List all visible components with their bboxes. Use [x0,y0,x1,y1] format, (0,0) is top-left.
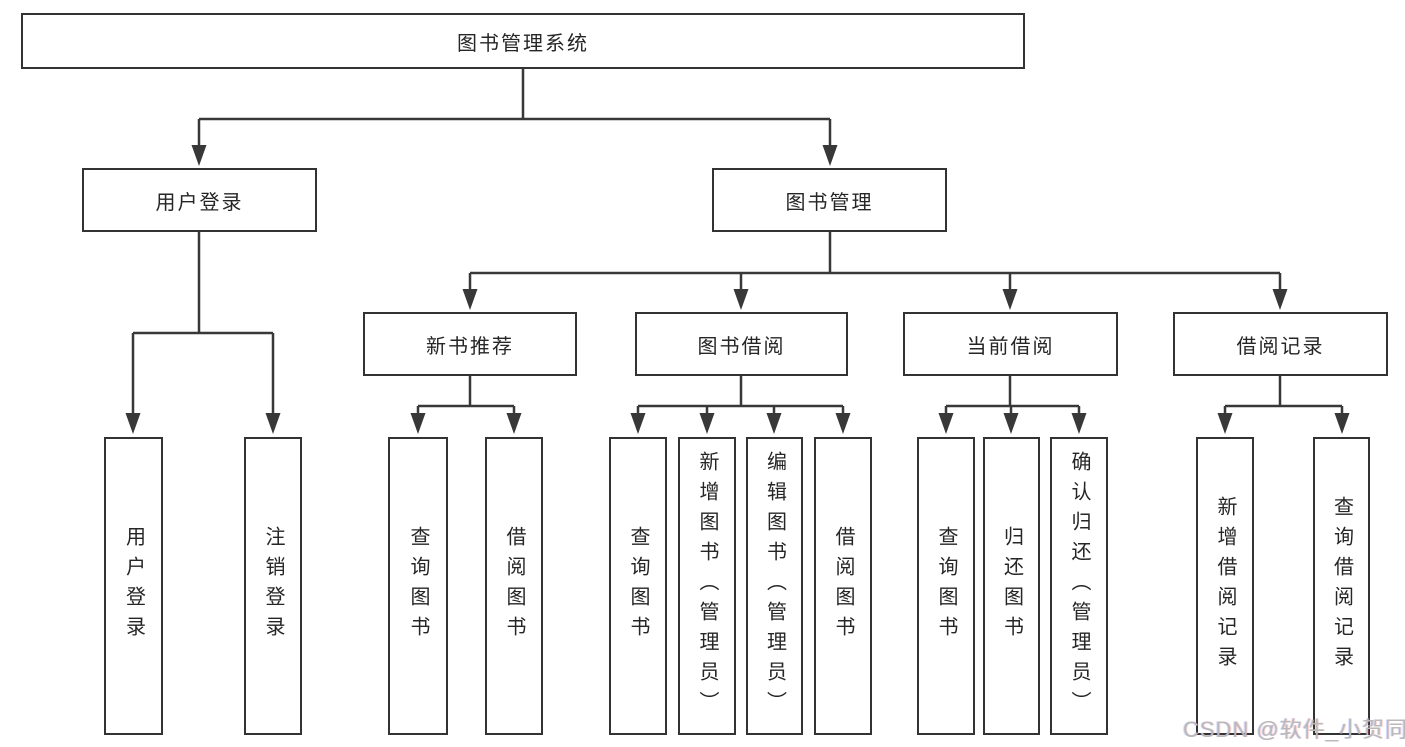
node-user-login: 用户登录 [82,168,317,232]
leaf-borrow-books: 借阅图书 [814,437,872,735]
node-book-management: 图书管理 [712,168,947,232]
leaf-add-books-admin: 新增图书（管理员） [678,437,736,735]
leaf-query-books-borrow: 查询图书 [609,437,667,735]
csdn-watermark: CSDN @软件_小贺同学 [1183,717,1405,742]
leaf-return-books: 归还图书 [983,437,1040,735]
node-book-borrowing: 图书借阅 [635,312,848,376]
leaf-borrow-books-recommend: 借阅图书 [485,437,543,735]
node-library-management-system: 图书管理系统 [21,13,1025,69]
leaf-query-books-current: 查询图书 [917,437,975,735]
node-current-borrowing: 当前借阅 [903,312,1118,376]
leaf-query-books-recommend: 查询图书 [388,437,448,735]
leaf-logout: 注销登录 [244,437,302,735]
node-new-book-recommendation: 新书推荐 [363,312,577,376]
leaf-add-borrow-record: 新增借阅记录 [1196,437,1254,735]
leaf-user-login: 用户登录 [104,437,163,735]
node-borrowing-records: 借阅记录 [1173,312,1388,376]
leaf-confirm-return-admin: 确认归还（管理员） [1050,437,1108,735]
leaf-query-borrow-record: 查询借阅记录 [1313,437,1370,735]
leaf-edit-books-admin: 编辑图书（管理员） [746,437,803,735]
